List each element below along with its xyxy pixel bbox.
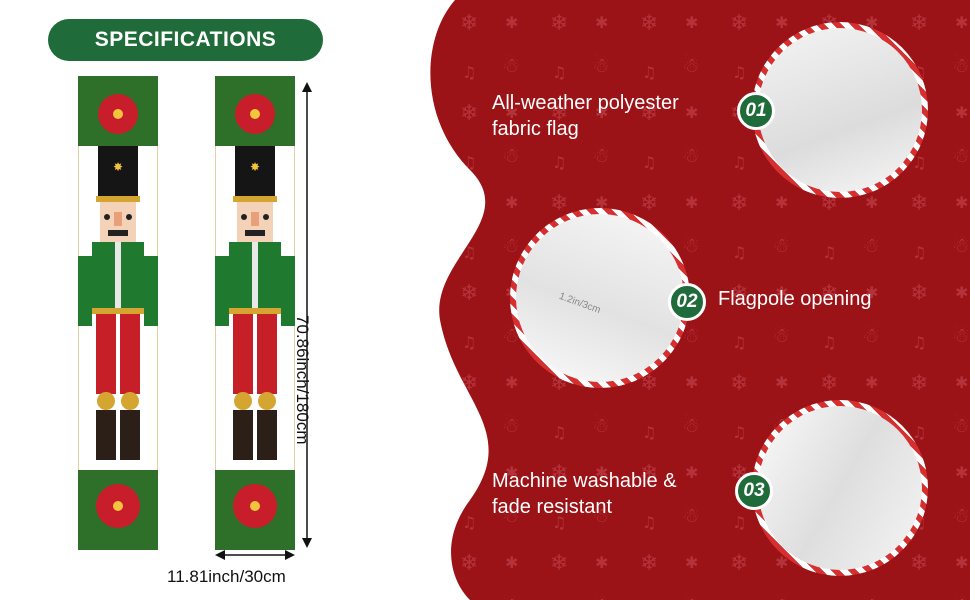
feature-number-3: 03: [735, 472, 773, 510]
feature-text-2: Flagpole opening: [718, 286, 871, 312]
specifications-badge: SPECIFICATIONS: [48, 19, 323, 61]
svg-text:✸: ✸: [113, 160, 123, 174]
washable-detail-circle: [752, 400, 928, 576]
feature-1-line-2: fabric flag: [492, 118, 579, 140]
height-dimension-label: 70.86inch/180cm: [293, 315, 312, 445]
feature-3-line-2: fade resistant: [492, 496, 613, 518]
flagpole-detail-circle: 1.2in/3cm: [510, 208, 690, 388]
nutcracker-banner-left: ✸: [78, 76, 158, 550]
feature-1-line-1: All-weather polyester: [492, 92, 679, 114]
fabric-detail-circle: [752, 22, 928, 198]
feature-text-3: Machine washable & fade resistant: [492, 468, 677, 520]
feature-number-2: 02: [668, 283, 706, 321]
feature-3-line-1: Machine washable &: [492, 470, 677, 492]
svg-text:✸: ✸: [250, 160, 260, 174]
feature-number-1: 01: [737, 92, 775, 130]
feature-2-line-1: Flagpole opening: [718, 288, 872, 310]
nutcracker-banner-right: ✸: [215, 76, 295, 550]
height-dimension-arrow: [302, 82, 312, 548]
width-dimension-label: 11.81inch/30cm: [167, 567, 286, 586]
feature-text-1: All-weather polyester fabric flag: [492, 90, 679, 142]
width-dimension-arrow: [215, 550, 295, 560]
